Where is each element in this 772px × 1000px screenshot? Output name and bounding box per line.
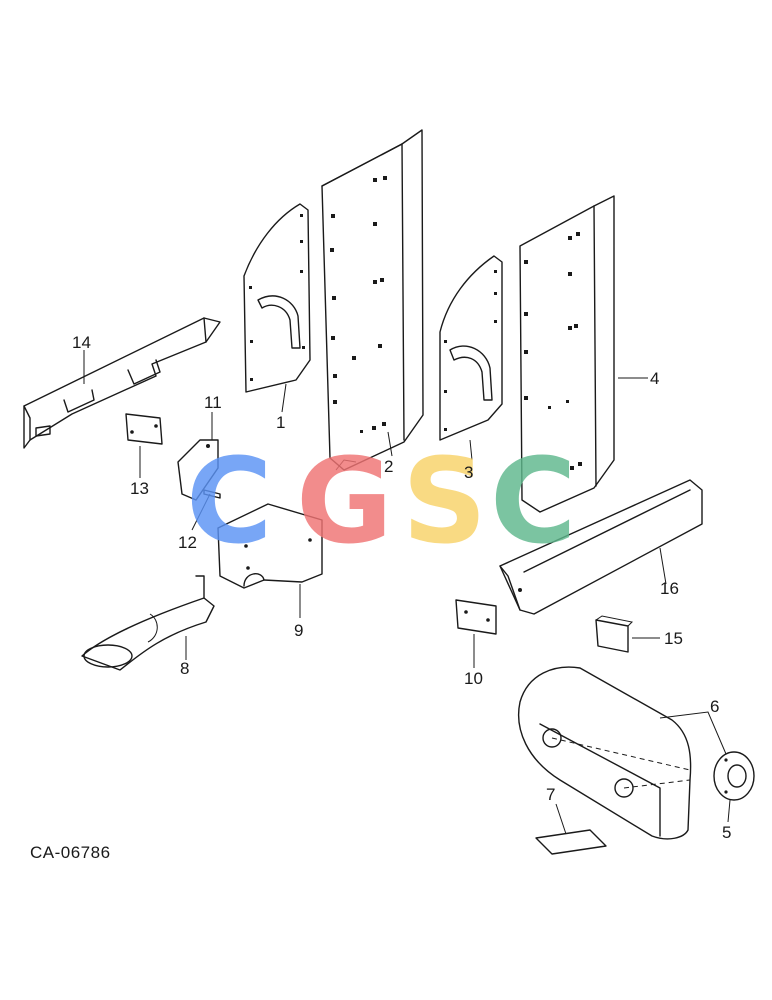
part-7-plate xyxy=(535,829,607,855)
part-3-liner xyxy=(439,255,503,441)
part-15-plate xyxy=(595,615,634,653)
callout-9: 9 xyxy=(294,621,303,640)
part-14-rail xyxy=(23,317,221,449)
reference-code: CA-06786 xyxy=(30,843,111,862)
callout-11: 11 xyxy=(204,393,222,412)
callout-5: 5 xyxy=(722,823,731,842)
callout-10: 10 xyxy=(464,669,483,688)
callout-8: 8 xyxy=(180,659,189,678)
part-6-housing xyxy=(518,666,692,840)
watermark-letter: G xyxy=(296,432,393,570)
part-13-plate xyxy=(125,413,163,445)
part-1-liner xyxy=(243,203,311,393)
callout-2: 2 xyxy=(384,457,393,476)
callout-14: 14 xyxy=(72,333,91,352)
callout-12: 12 xyxy=(178,533,197,552)
callout-7: 7 xyxy=(546,785,555,804)
watermark-letter: C xyxy=(490,432,577,570)
part-4-side-sheet xyxy=(519,195,615,513)
callout-4: 4 xyxy=(650,369,659,388)
part-8-tube xyxy=(81,575,215,671)
part-10-plate xyxy=(455,599,497,635)
leader-lines xyxy=(83,350,731,835)
callout-13: 13 xyxy=(130,479,149,498)
part-2-side-sheet xyxy=(321,129,424,471)
part-9-cover xyxy=(217,503,323,589)
callout-6: 6 xyxy=(710,697,719,716)
part-16-rail xyxy=(499,479,703,615)
part-11-bracket xyxy=(177,439,219,501)
part-5-flange xyxy=(713,751,755,801)
watermark-letter: S xyxy=(402,432,487,570)
callout-15: 15 xyxy=(664,629,683,648)
part-12-bolt xyxy=(203,489,221,499)
watermark: C G S C xyxy=(186,432,577,570)
callout-1: 1 xyxy=(276,413,285,432)
watermark-letter: C xyxy=(186,432,273,570)
callout-3: 3 xyxy=(464,463,473,482)
callouts: 1 2 3 4 5 6 7 8 9 10 11 12 13 14 15 16 xyxy=(72,333,731,842)
callout-16: 16 xyxy=(660,579,679,598)
